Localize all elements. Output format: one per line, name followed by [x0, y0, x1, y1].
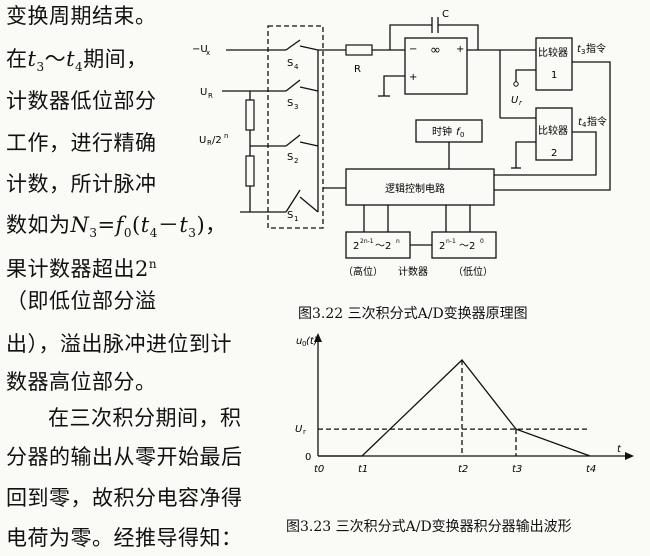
svg-text:逻辑控制电路: 逻辑控制电路 — [385, 182, 445, 195]
svg-text:0: 0 — [480, 238, 484, 245]
svg-text:3: 3 — [581, 48, 585, 56]
svg-text:S: S — [287, 210, 293, 221]
text-line-6: 数如为N3=f0(t4－t3)， — [6, 213, 227, 241]
svg-text:（低位）: （低位） — [453, 265, 493, 278]
text-line-10: 数器高位部分。 — [6, 370, 157, 394]
svg-text:0: 0 — [302, 340, 306, 348]
svg-text:0: 0 — [460, 131, 464, 139]
waveform-caption: 图3.23 三次积分式A/D变换器积分器输出波形 — [286, 519, 572, 535]
svg-text:S: S — [287, 98, 293, 109]
comparator-2 — [535, 107, 573, 161]
text-line-14: 电荷为零。经推导得知： — [6, 526, 243, 550]
input-ur-label: U — [200, 87, 207, 98]
svg-text:(t): (t) — [306, 336, 318, 347]
svg-text:比较器: 比较器 — [538, 46, 568, 59]
circuit-caption: 图3.22 三次积分式A/D变换器原理图 — [298, 306, 528, 322]
svg-text:指令: 指令 — [587, 115, 607, 128]
text-line-11: 在三次积分期间，积 — [48, 406, 242, 430]
comparator-1 — [535, 37, 573, 91]
svg-text:+: + — [409, 72, 417, 83]
guide-lines — [318, 360, 590, 456]
svg-text:+: + — [456, 44, 464, 55]
text-line-1: 变换周期结束。 — [6, 4, 157, 28]
svg-text:S: S — [287, 58, 293, 69]
t4-command-label: t — [578, 117, 583, 128]
svg-text:～2: ～2 — [459, 241, 475, 252]
opamp — [404, 37, 468, 95]
svg-text:x: x — [206, 49, 210, 57]
x-tick-t1: t1 — [358, 464, 368, 475]
svg-text:2n-1: 2n-1 — [360, 238, 374, 245]
svg-text:指令: 指令 — [586, 42, 606, 55]
y-axis-label: u — [296, 336, 302, 347]
svg-text:−: − — [409, 44, 417, 55]
svg-text:R: R — [207, 139, 212, 147]
ur-ref-label: U — [511, 95, 519, 106]
svg-text:/2: /2 — [212, 135, 222, 146]
t3-command-label: t — [577, 44, 582, 55]
svg-text:R: R — [208, 92, 213, 100]
svg-text:∞: ∞ — [430, 43, 441, 58]
switch-box — [267, 25, 324, 229]
svg-text:n-1: n-1 — [446, 238, 456, 245]
text-line-5: 计数，所计脉冲 — [6, 172, 157, 196]
svg-text:r: r — [303, 428, 306, 436]
text-line-4: 工作，进行精确 — [6, 131, 157, 155]
x-axis-label: t — [617, 444, 622, 455]
input-ur-div-label: U — [199, 135, 206, 146]
text-line-3: 计数器低位部分 — [6, 89, 157, 113]
capacitor-label: C — [442, 9, 449, 20]
input-ux-label: −U — [192, 44, 208, 55]
svg-text:1: 1 — [294, 215, 298, 223]
svg-text:时钟: 时钟 — [432, 125, 452, 138]
logic-control-block — [345, 168, 495, 206]
x-tick-t4: t4 — [586, 464, 596, 475]
svg-text:1: 1 — [551, 70, 557, 81]
x-tick-t2: t2 — [458, 464, 468, 475]
svg-text:n: n — [224, 132, 228, 140]
origin-label: 0 — [305, 452, 311, 463]
text-line-12: 分器的输出从零开始最后 — [6, 445, 243, 469]
x-tick-t3: t3 — [512, 464, 522, 475]
text-line-9: 出），溢出脉冲进位到计 — [6, 332, 232, 356]
x-tick-t0: t0 — [314, 464, 324, 475]
svg-text:～2: ～2 — [375, 241, 391, 252]
svg-text:4: 4 — [294, 63, 299, 71]
text-line-7: 果计数器超出2n — [6, 257, 158, 281]
svg-text:3: 3 — [294, 103, 298, 111]
waveform-series-line — [318, 359, 591, 457]
svg-text:（高位）: （高位） — [343, 265, 383, 278]
text-line-2: 在t3～t4期间， — [6, 47, 148, 75]
svg-text:2: 2 — [551, 148, 557, 159]
x-tick-labels: t0 t1 t2 t3 t4 — [314, 464, 596, 475]
svg-text:4: 4 — [582, 121, 587, 129]
level-label: U — [295, 424, 303, 435]
svg-text:2: 2 — [353, 241, 359, 252]
text-line-8: （即低位部分溢 — [6, 289, 157, 313]
svg-text:f: f — [456, 127, 461, 138]
svg-text:计数器: 计数器 — [398, 265, 428, 278]
svg-text:2: 2 — [439, 241, 445, 252]
resistor-label: R — [354, 64, 361, 75]
svg-text:n: n — [396, 238, 400, 245]
svg-text:S: S — [287, 152, 293, 163]
svg-text:2: 2 — [294, 157, 298, 165]
svg-text:比较器: 比较器 — [538, 124, 568, 137]
svg-text:r: r — [519, 99, 523, 107]
text-line-13: 回到零，故积分电容净得 — [6, 486, 243, 510]
